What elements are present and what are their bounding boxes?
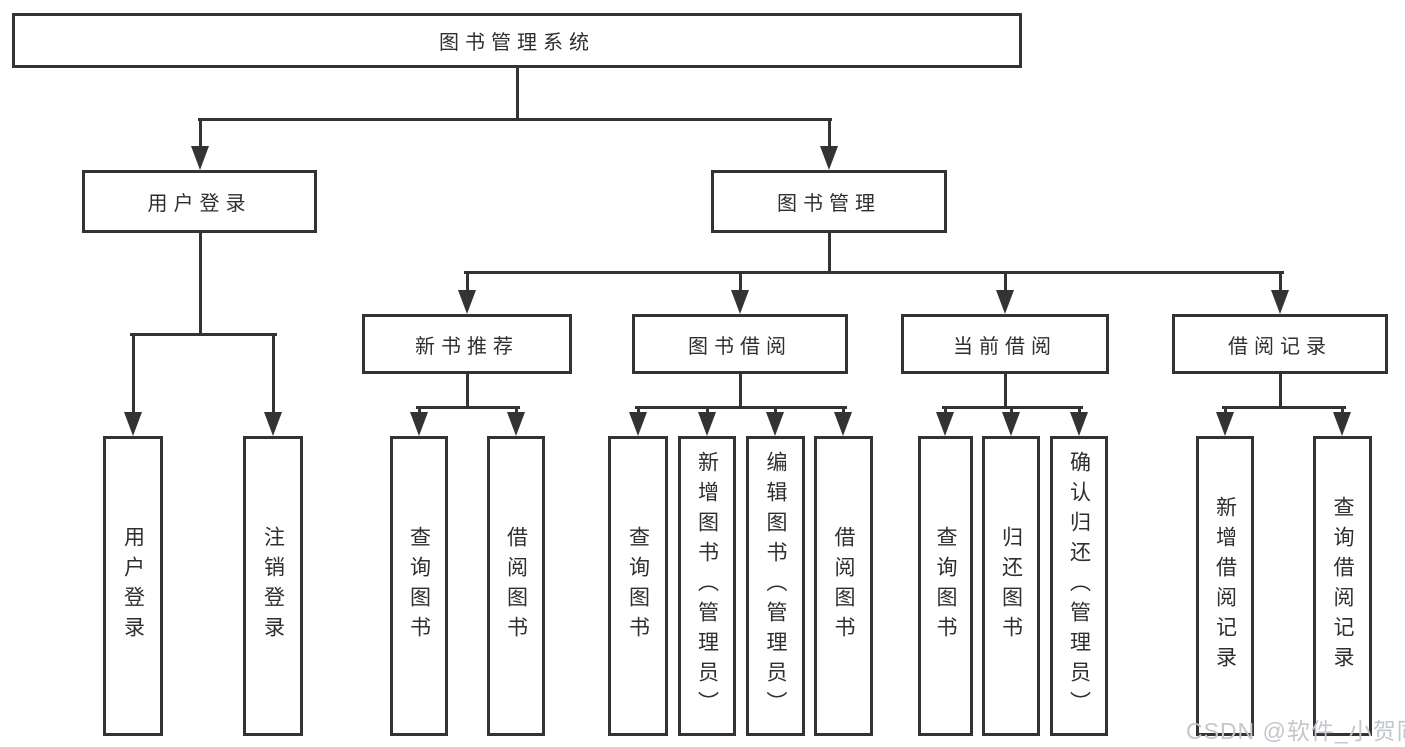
connector-line — [129, 333, 277, 336]
connector-line — [1003, 374, 1007, 409]
connector-line — [705, 406, 709, 412]
connector-line — [1077, 406, 1081, 412]
connector-line — [738, 374, 742, 409]
leaf-borrow-books-borrow: 借阅图书 — [814, 436, 873, 736]
leaf-logout-login: 注销登录 — [243, 436, 303, 736]
arrow-down-icon — [1216, 412, 1234, 436]
connector-line — [514, 406, 518, 412]
arrow-down-icon — [410, 412, 428, 436]
arrow-down-icon — [191, 146, 209, 170]
leaf-add-books-admin: 新增图书（管理员） — [678, 436, 736, 736]
connector-line — [198, 118, 202, 146]
node-current-borrow: 当前借阅 — [901, 314, 1109, 374]
node-library-system: 图书管理系统 — [12, 13, 1022, 68]
connector-line — [1278, 374, 1282, 409]
arrow-down-icon — [124, 412, 142, 436]
arrow-down-icon — [507, 412, 525, 436]
arrow-down-icon — [936, 412, 954, 436]
connector-line — [738, 271, 742, 290]
leaf-confirm-return-admin: 确认归还（管理员） — [1050, 436, 1108, 736]
connector-line — [465, 374, 469, 409]
connector-line — [198, 233, 202, 336]
arrow-down-icon — [820, 146, 838, 170]
leaf-query-books-borrow: 查询图书 — [608, 436, 668, 736]
connector-line — [465, 271, 469, 290]
connector-line — [1009, 406, 1013, 412]
arrow-down-icon — [1002, 412, 1020, 436]
leaf-edit-books-admin: 编辑图书（管理员） — [746, 436, 805, 736]
connector-line — [827, 118, 831, 146]
arrow-down-icon — [766, 412, 784, 436]
arrow-down-icon — [458, 290, 476, 314]
leaf-query-borrow-record: 查询借阅记录 — [1313, 436, 1372, 736]
connector-line — [1223, 406, 1227, 412]
connector-line — [1278, 271, 1282, 290]
node-new-book-recommend: 新书推荐 — [362, 314, 572, 374]
connector-line — [1340, 406, 1344, 412]
connector-line — [1003, 271, 1007, 290]
connector-line — [827, 233, 831, 274]
arrow-down-icon — [1070, 412, 1088, 436]
arrow-down-icon — [1271, 290, 1289, 314]
leaf-query-books-recommend: 查询图书 — [390, 436, 448, 736]
connector-line — [773, 406, 777, 412]
connector-line — [515, 68, 519, 121]
node-book-management: 图书管理 — [711, 170, 947, 233]
connector-line — [636, 406, 640, 412]
watermark: CSDN @软件_小贺同学 — [1186, 718, 1405, 744]
connector-line — [463, 271, 1284, 274]
connector-line — [1221, 406, 1346, 409]
arrow-down-icon — [698, 412, 716, 436]
arrow-down-icon — [996, 290, 1014, 314]
connector-line — [841, 406, 845, 412]
connector-line — [271, 333, 275, 412]
connector-line — [634, 406, 847, 409]
leaf-return-books: 归还图书 — [982, 436, 1040, 736]
connector-line — [415, 406, 520, 409]
leaf-query-books-current: 查询图书 — [918, 436, 973, 736]
connector-line — [417, 406, 421, 412]
arrow-down-icon — [834, 412, 852, 436]
leaf-add-borrow-record: 新增借阅记录 — [1196, 436, 1254, 736]
node-borrow-records: 借阅记录 — [1172, 314, 1388, 374]
leaf-borrow-books-recommend: 借阅图书 — [487, 436, 545, 736]
connector-line — [197, 118, 832, 121]
arrow-down-icon — [731, 290, 749, 314]
node-user-login: 用户登录 — [82, 170, 317, 233]
connector-line — [943, 406, 947, 412]
node-book-borrow: 图书借阅 — [632, 314, 848, 374]
leaf-user-login: 用户登录 — [103, 436, 163, 736]
arrow-down-icon — [629, 412, 647, 436]
connector-line — [131, 333, 135, 412]
arrow-down-icon — [264, 412, 282, 436]
arrow-down-icon — [1333, 412, 1351, 436]
